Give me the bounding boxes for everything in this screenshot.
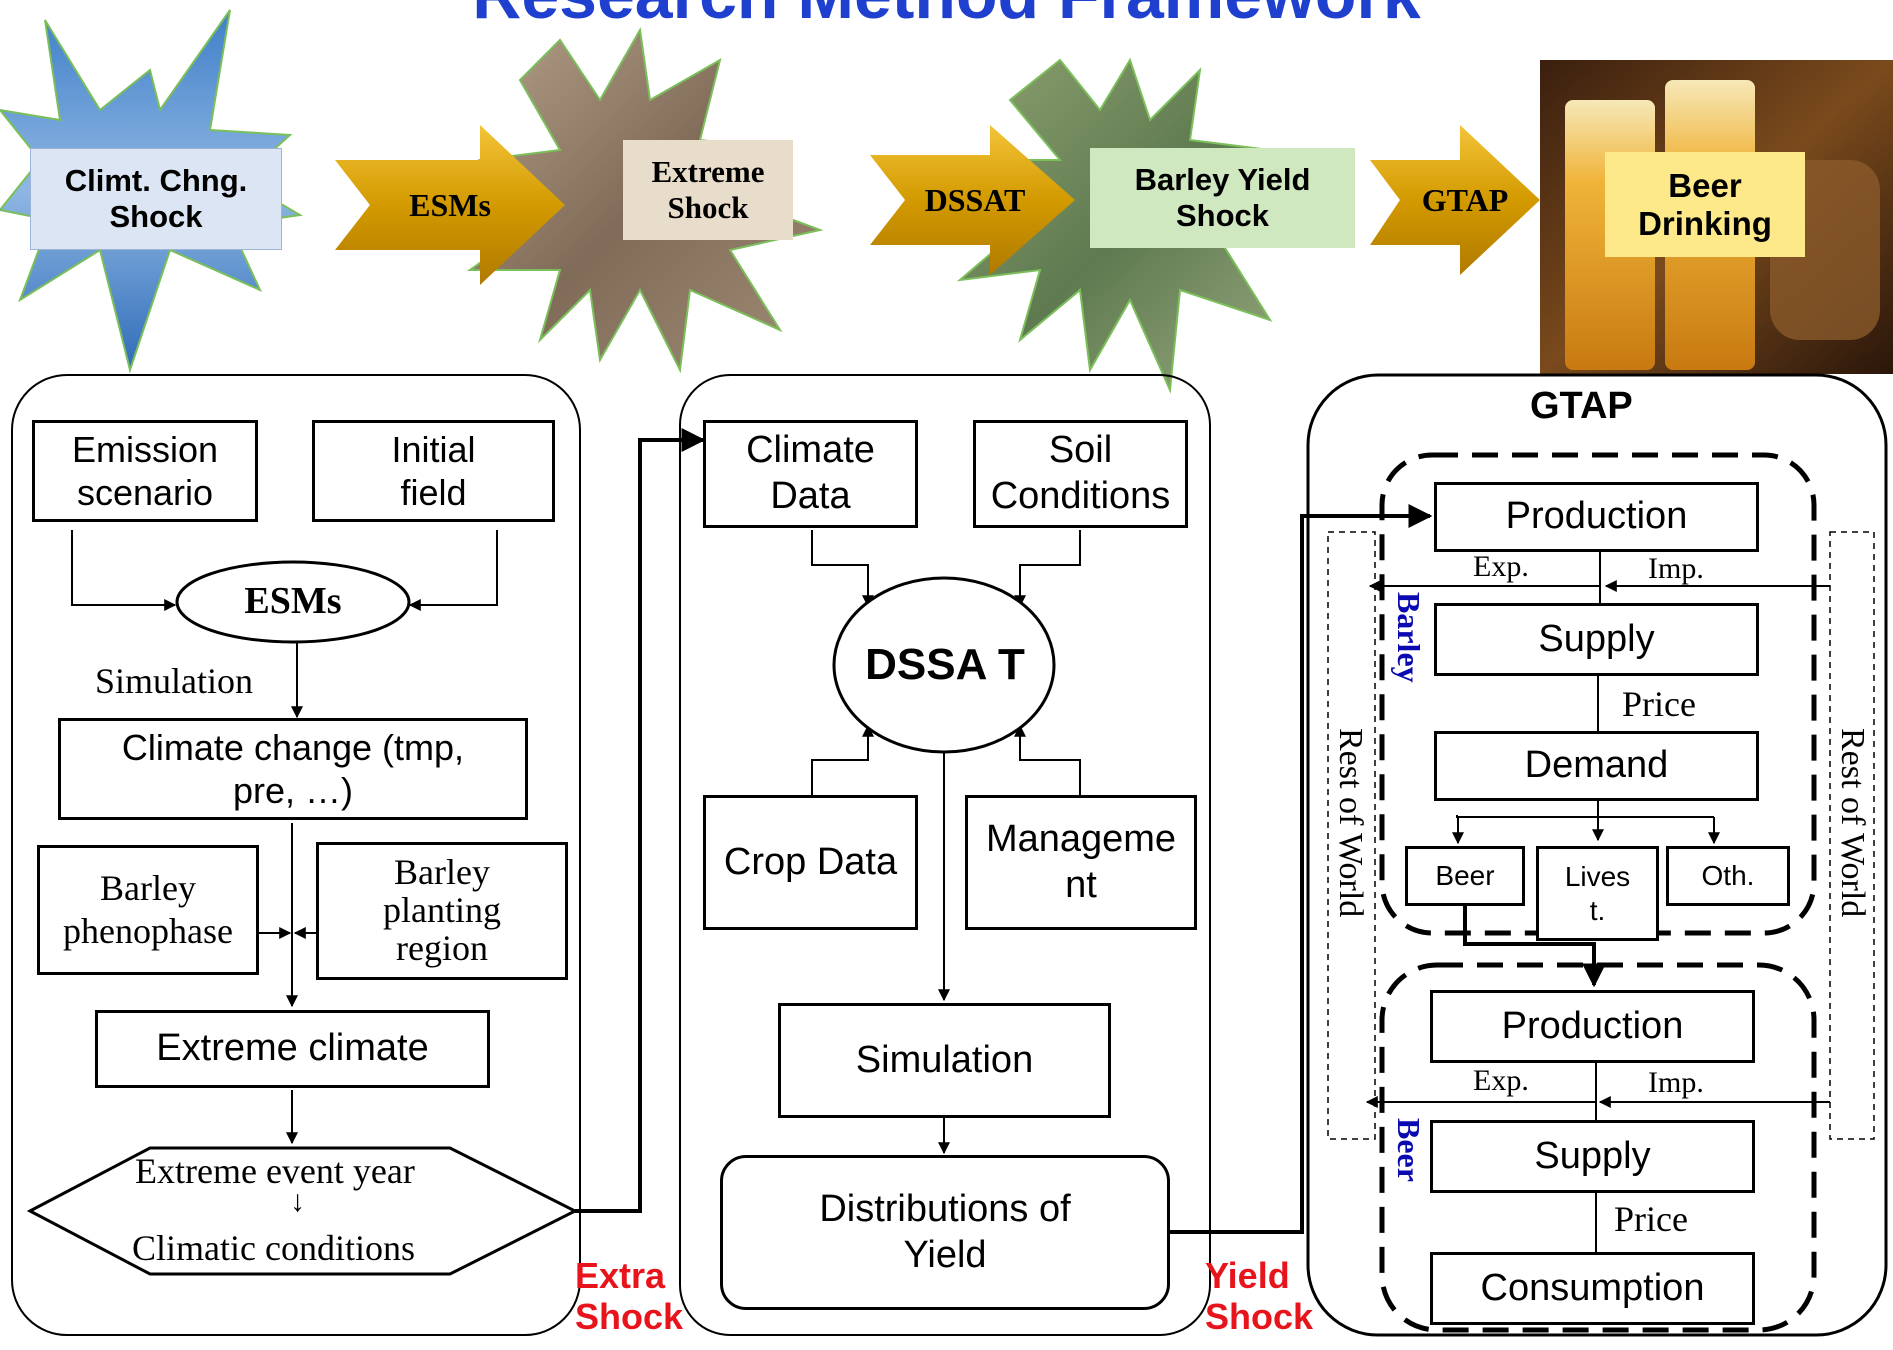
simulation-label: Simulation [95, 661, 254, 701]
extra-shock-text: Extra Shock [575, 1255, 684, 1338]
dssat-panel [679, 374, 1211, 1336]
barley-use-other-box: Oth. [1666, 846, 1790, 906]
conn-management-dssat [1014, 724, 1081, 795]
event-arrow-glyph: ↓ [290, 1185, 305, 1218]
dssat-arrow-shape [870, 125, 1075, 275]
extreme-climate-box: Extreme climate [95, 1010, 490, 1088]
conn-crop-dssat [811, 724, 874, 795]
barley-production-box: Production [1434, 482, 1759, 552]
gtap-title: GTAP [1530, 385, 1633, 427]
yield-shock-label: Yield Shock [1205, 1255, 1315, 1338]
beer-exp-label: Exp. [1473, 1064, 1529, 1097]
barley-demand-split [1456, 815, 1714, 818]
management-box: Manageme nt [965, 795, 1197, 930]
soil-conditions-box: Soil Conditions [973, 420, 1188, 528]
conn-soil-dssat [1014, 530, 1081, 608]
barley-shock-box: Barley Yield Shock [1090, 148, 1355, 248]
rest-of-world-right: Rest of World [1834, 728, 1871, 918]
beer-imp-label: Imp. [1648, 1066, 1704, 1099]
barley-price-label: Price [1622, 684, 1696, 724]
beer-drinking-box: Beer Drinking [1605, 152, 1805, 257]
esms-ellipse [175, 560, 411, 644]
row-left-dashed [1327, 531, 1376, 1140]
extreme-shock-label: Extreme Shock [651, 154, 765, 225]
conn-emission-esms [71, 530, 177, 611]
beer-drinking-label: Beer Drinking [1638, 166, 1772, 242]
crop-data-box: Crop Data [703, 795, 918, 930]
conn-climatedata-dssat [811, 530, 874, 608]
barley-supply-box: Supply [1434, 603, 1759, 676]
barley-imp-label: Imp. [1648, 552, 1704, 585]
dssat-simulation-box: Simulation [778, 1003, 1111, 1118]
barley-use-beer-box: Beer [1405, 846, 1525, 906]
emission-scenario-box: Emission scenario [32, 420, 258, 522]
climatic-conditions-label: Climatic conditions [132, 1228, 415, 1268]
climate-shock-label: Climt. Chng. Shock [64, 163, 248, 234]
climate-data-box: Climate Data [703, 420, 918, 528]
rest-of-world-left: Rest of World [1332, 728, 1369, 918]
barley-use-livestock-box: Lives t. [1536, 846, 1659, 941]
conn-yield-shock [1168, 504, 1433, 1234]
barley-demand-box: Demand [1434, 731, 1759, 801]
climate-change-box: Climate change (tmp, pre, …) [58, 718, 528, 820]
yield-shock-text: Yield Shock [1205, 1255, 1314, 1338]
page-title: Research Method Framework [0, 0, 1893, 34]
gtap-panel [1306, 373, 1888, 1337]
beer-price-label: Price [1614, 1199, 1688, 1239]
beer-production-box: Production [1430, 990, 1755, 1063]
extreme-shock-box: Extreme Shock [623, 140, 793, 240]
barley-exp-label: Exp. [1473, 550, 1529, 583]
gtap-arrow-shape [1370, 125, 1540, 275]
initial-field-box: Initial field [312, 420, 555, 522]
conn-field-esms [408, 530, 498, 611]
beer-to-beer-production [1463, 905, 1606, 988]
beer-consumption-box: Consumption [1430, 1252, 1755, 1325]
event-year-label: Extreme event year [135, 1151, 415, 1191]
conn-extra-shock [575, 428, 706, 1213]
esms-node-label: ESMs [244, 580, 342, 623]
gtap-arrow-label: GTAP [1421, 181, 1509, 218]
barley-dashed-group [1379, 452, 1817, 936]
beer-supply-box: Supply [1430, 1120, 1755, 1193]
esms-arrow-shape [335, 125, 565, 285]
dssat-arrow-label: DSSAT [924, 181, 1026, 218]
extra-shock-label: Extra Shock [575, 1255, 695, 1338]
dssat-ellipse [832, 576, 1056, 754]
climate-shock-box: Climt. Chng. Shock [30, 148, 282, 250]
row-right-dashed [1829, 531, 1875, 1140]
barley-group-label: Barley [1391, 592, 1427, 683]
esm-panel [11, 374, 581, 1336]
planting-region-box: Barley planting region [316, 842, 568, 980]
distributions-box: Distributions of Yield [720, 1155, 1170, 1310]
beer-group-label: Beer [1391, 1118, 1427, 1182]
phenophase-box: Barley phenophase [37, 845, 259, 975]
barley-shock-label: Barley Yield Shock [1134, 162, 1311, 233]
dssat-node-label: DSSA T [865, 639, 1025, 689]
esms-arrow-label: ESMs [409, 186, 491, 223]
